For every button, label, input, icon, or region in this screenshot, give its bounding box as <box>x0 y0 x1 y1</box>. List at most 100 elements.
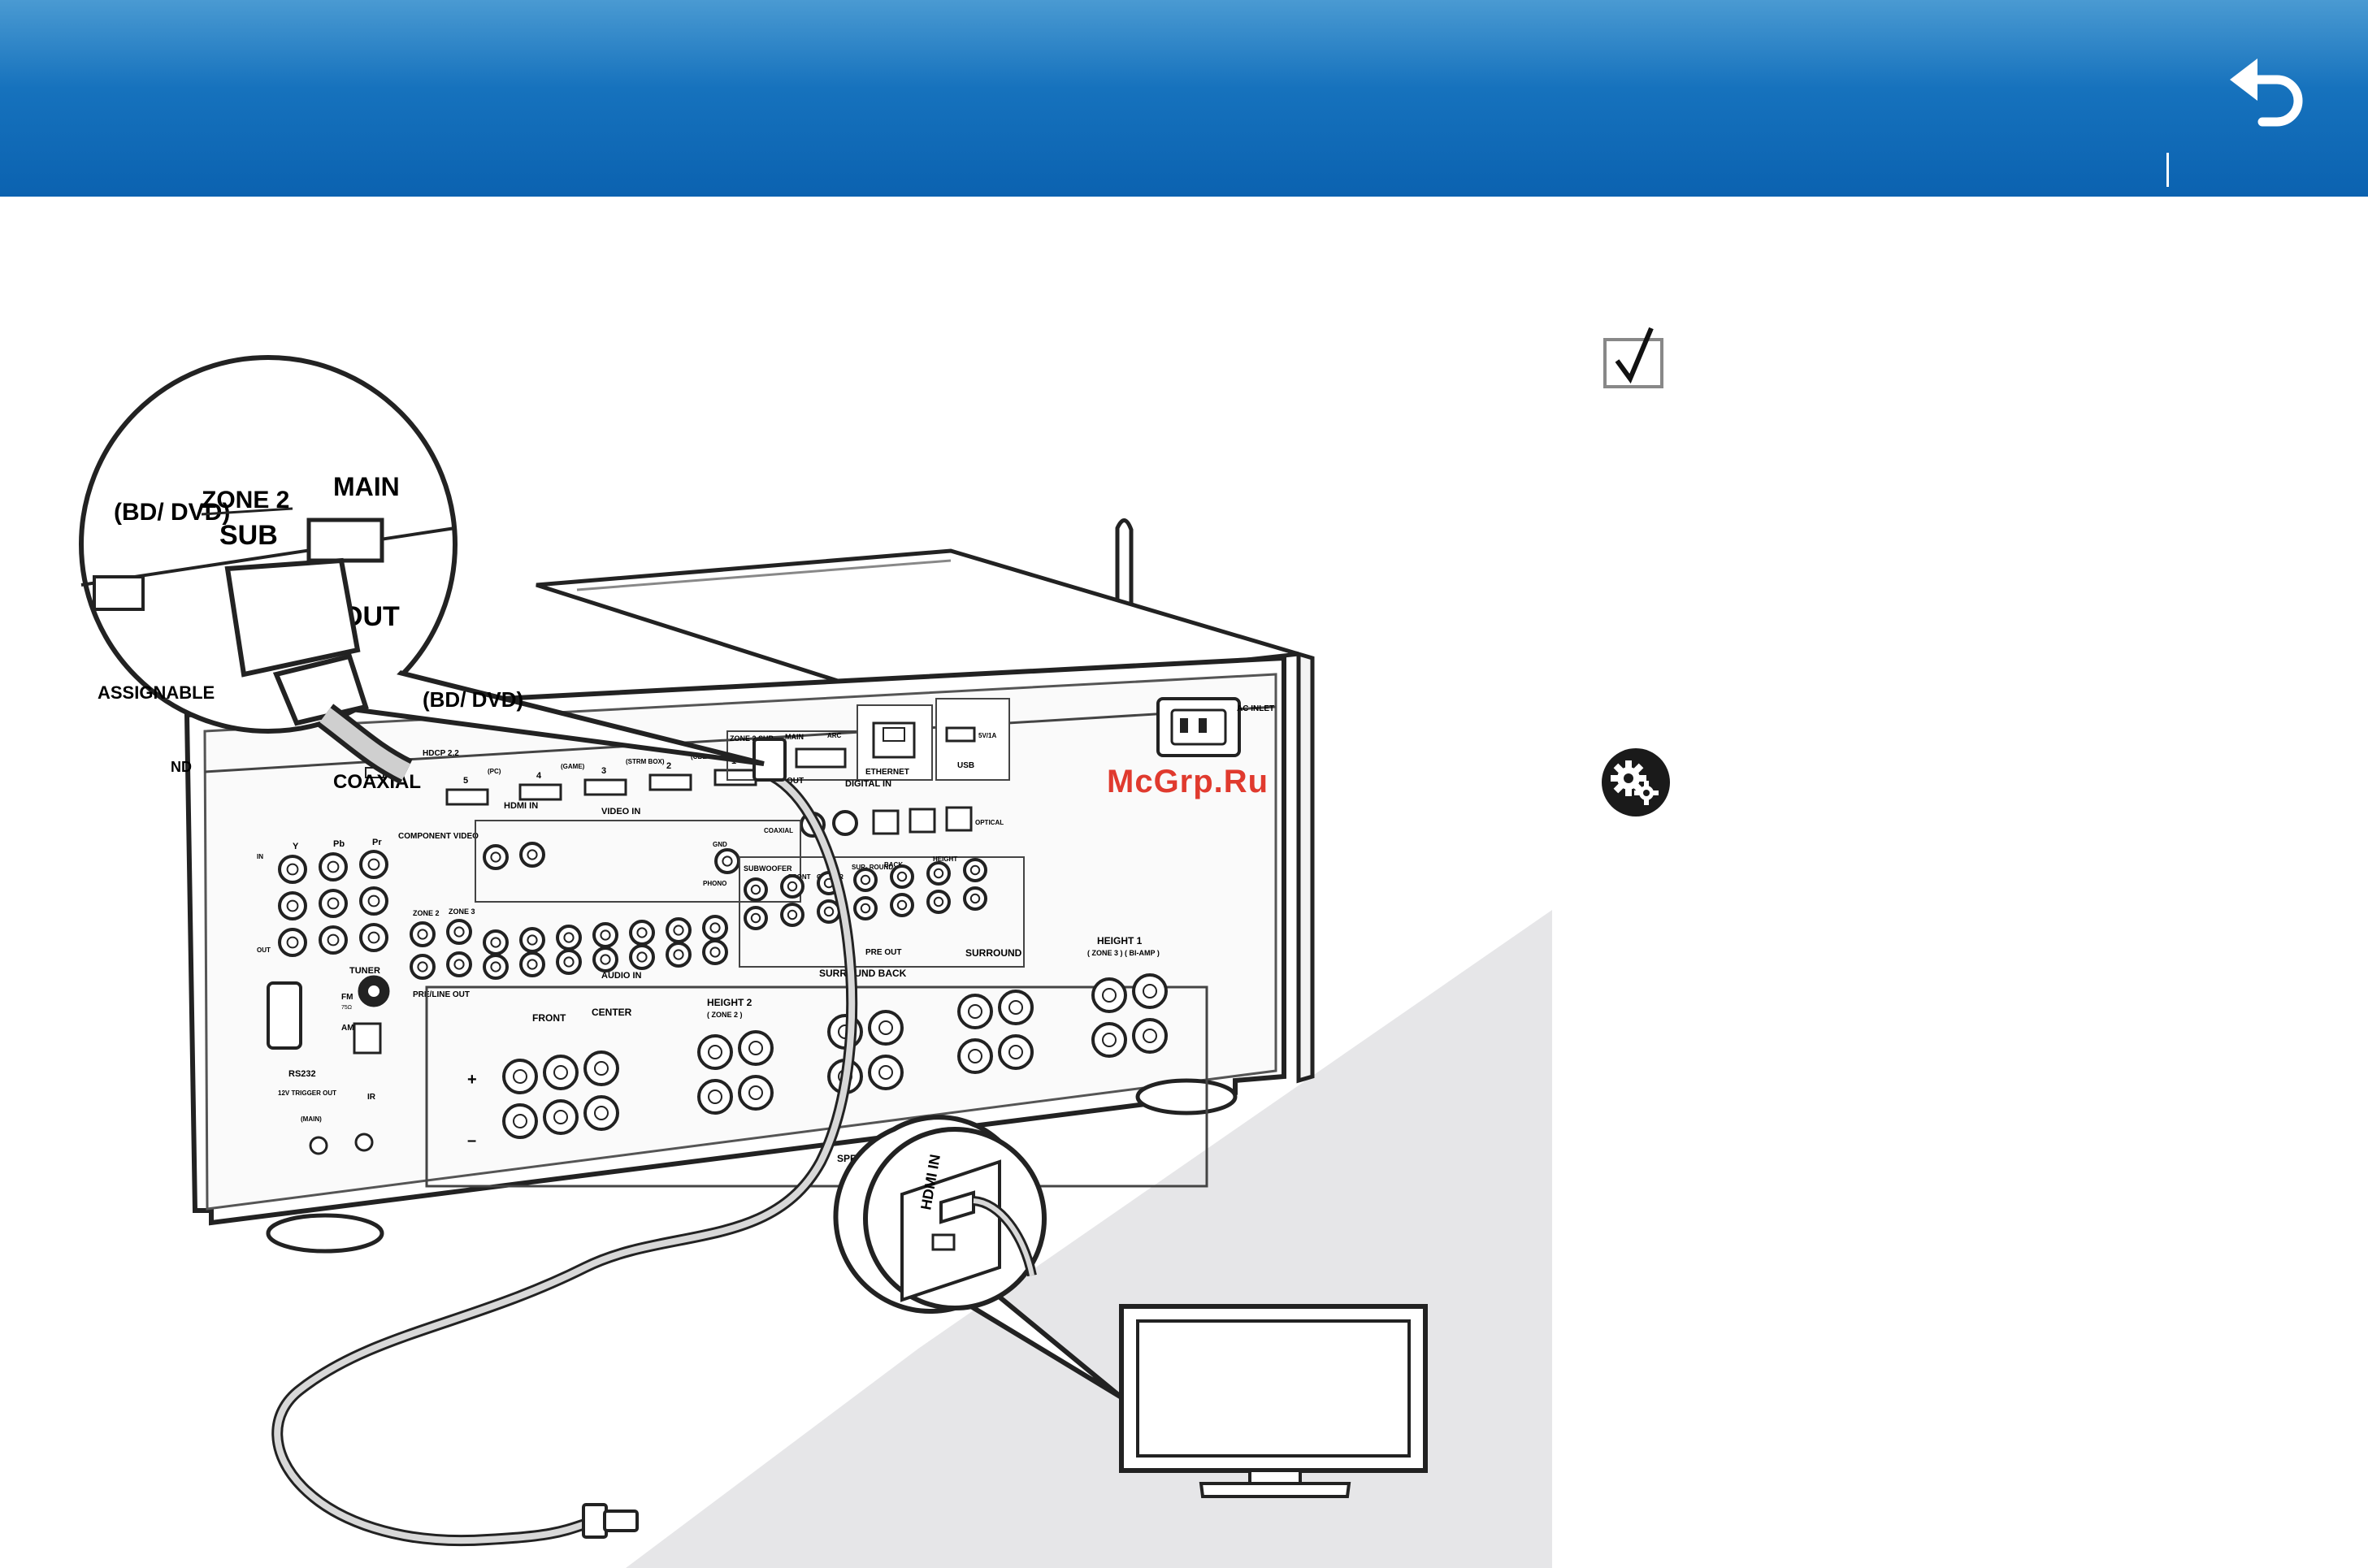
rca-jack-center <box>327 860 340 873</box>
checkbox-check-icon <box>1603 325 1668 390</box>
rca-jack-center <box>327 897 340 910</box>
speaker-terminal-center <box>748 1041 763 1055</box>
digital-in-label: DIGITAL IN <box>845 779 891 789</box>
speaker-terminal-center <box>1102 1033 1117 1047</box>
rca-jack-center <box>860 874 871 886</box>
spk-surround-back: SURROUND BACK <box>819 968 907 979</box>
back-pre: BACK <box>884 861 903 868</box>
speaker-terminal-center <box>1102 988 1117 1003</box>
rca-jack-center <box>636 927 648 938</box>
zoom-bd-dvd2: (BD/ DVD) <box>423 687 523 712</box>
fm-ohm-label: 75Ω <box>341 1005 352 1011</box>
spk-height2: HEIGHT 2 <box>707 997 752 1008</box>
page-header <box>0 0 2368 197</box>
speaker-terminal-center <box>708 1045 722 1059</box>
zoom-bd-dvd: (BD/ DVD) <box>114 499 230 526</box>
rca-jack-center <box>787 909 798 920</box>
pb-label: Pb <box>333 839 345 849</box>
header-divider <box>2166 153 2169 187</box>
hdmi-port <box>648 773 692 791</box>
hdmi-port-source: (STRM BOX) <box>626 758 665 765</box>
rca-jack-center <box>750 912 761 924</box>
hdmi-in-label: HDMI IN <box>504 801 538 811</box>
optical-label: OPTICAL <box>975 819 1004 826</box>
hdmi-plug-tv <box>582 1503 639 1539</box>
main-small: MAIN <box>785 733 804 741</box>
hdmi-plug-receiver <box>752 738 787 782</box>
zoom-coaxial: COAXIAL <box>333 771 421 793</box>
audio-in-label: AUDIO IN <box>601 971 642 981</box>
rca-jack-center <box>453 926 465 938</box>
speaker-terminal-center <box>708 1089 722 1104</box>
rca-jack-center <box>527 934 538 946</box>
rca-jack-center <box>600 929 611 941</box>
rca-jack-center <box>673 949 684 960</box>
usb-rating: 5V/1A <box>978 732 996 739</box>
speaker-terminal-center <box>594 1106 609 1120</box>
gnd-screw-center <box>722 855 733 867</box>
rca-jack-center <box>673 925 684 936</box>
ethernet-label: ETHERNET <box>865 768 909 777</box>
rca-jack-center <box>896 871 908 882</box>
speaker-terminal-center <box>553 1110 568 1124</box>
tv-illustration <box>1119 1304 1428 1498</box>
speaker-terminal-center <box>1143 1029 1157 1043</box>
video-in-label: VIDEO IN <box>601 807 640 816</box>
rca-jack-center <box>286 936 299 949</box>
hdmi-port-source: (PC) <box>488 768 501 775</box>
pre-line-out-label: PRE/LINE OUT <box>413 990 470 999</box>
speaker-terminal-center <box>878 1065 893 1080</box>
rca-jack-center <box>417 929 428 940</box>
rca-jack-center <box>490 851 501 863</box>
rca-jack-center <box>327 933 340 946</box>
rca-jack-center <box>823 906 835 917</box>
rca-jack-center <box>367 931 380 944</box>
rca-jack-center <box>600 954 611 965</box>
spk-front: FRONT <box>532 1012 566 1024</box>
rca-jack-center <box>367 894 380 907</box>
rca-jack-center <box>709 922 721 933</box>
zone2-sub-small: ZONE 2 SUB <box>730 734 774 743</box>
hdmi-port-number: 2 <box>666 761 671 771</box>
spk-height2-zone: ( ZONE 2 ) <box>707 1011 743 1019</box>
height-pre: HEIGHT <box>933 855 957 863</box>
rca-jack-center <box>636 951 648 963</box>
hdmi-port <box>583 778 627 796</box>
ac-inlet: AC INLET <box>1156 697 1274 757</box>
out-small: OUT <box>787 777 804 786</box>
hdmi-port-number: 3 <box>601 766 606 776</box>
spk-surround: SURROUND <box>965 947 1022 959</box>
return-arrow-icon[interactable] <box>2227 47 2324 128</box>
speaker-terminal-center <box>968 1049 982 1063</box>
pre-out-label: PRE OUT <box>865 948 901 957</box>
rca-jack-center <box>896 899 908 911</box>
gnd-label: GND <box>713 841 727 848</box>
speaker-terminal-center <box>1008 1045 1023 1059</box>
rca-jack-center <box>860 903 871 914</box>
hdmi-port-number: 5 <box>463 776 468 786</box>
hdmi-port-source: (GAME) <box>561 763 585 770</box>
rca-jack-center <box>750 884 761 895</box>
rs232-label: RS232 <box>288 1069 316 1079</box>
rca-jack-center <box>417 961 428 972</box>
zoom-sub: SUB <box>219 520 278 551</box>
component-video-label: COMPONENT VIDEO <box>398 832 479 841</box>
fm-label: FM <box>341 993 353 1002</box>
tv-zoom-callout: HDMI IN <box>833 1115 1123 1400</box>
speaker-terminal-center <box>878 1020 893 1035</box>
rca-jack-center <box>490 961 501 972</box>
speaker-terminal-center <box>594 1061 609 1076</box>
usb-label: USB <box>957 761 974 770</box>
connection-illustration: HDCP 2.2 5(PC)4(GAME)3(STRM BOX)2(CBL/ S… <box>79 355 1552 1568</box>
rca-jack-center <box>367 858 380 871</box>
hdcp-label: HDCP 2.2 <box>423 749 459 758</box>
gear-settings-icon <box>1601 747 1671 817</box>
component-out-label: OUT <box>257 946 271 954</box>
hdmi-port <box>445 788 489 806</box>
rca-jack-center <box>527 849 538 860</box>
spk-center: CENTER <box>592 1007 632 1018</box>
component-in-label: IN <box>257 853 263 860</box>
receiver-zoom-callout: (BD/ DVD) ZONE 2 SUB MAIN OUT ASSIGNABLE… <box>79 355 765 793</box>
tuner-label: TUNER <box>349 966 380 976</box>
rca-jack-center <box>969 893 981 904</box>
